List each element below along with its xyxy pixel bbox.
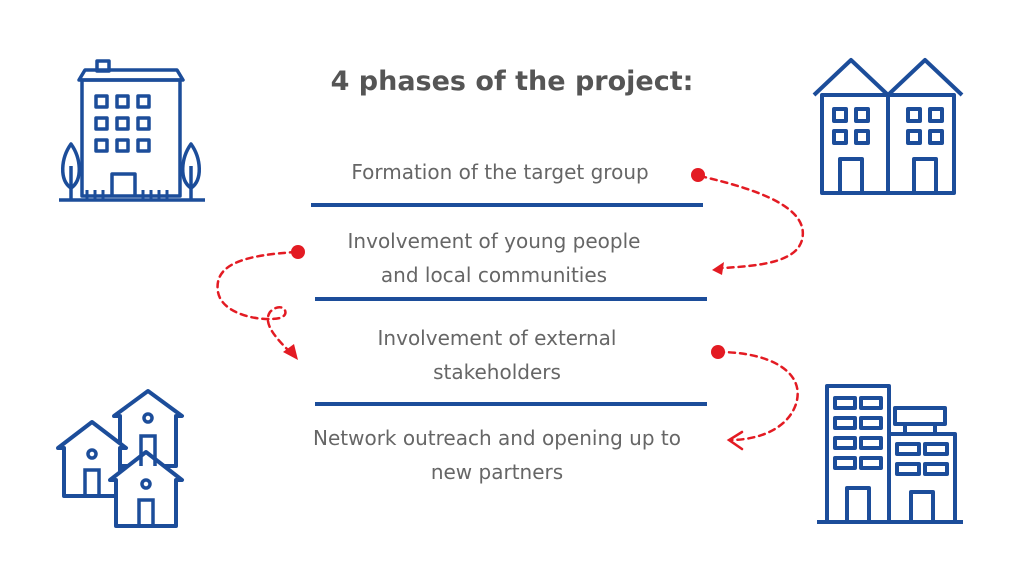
- phase-2-line-1: Involvement of young people: [347, 229, 641, 253]
- office-buildings-icon: [817, 384, 963, 524]
- arrow-start-dot-1: [691, 168, 705, 182]
- divider-2: [315, 297, 707, 301]
- phase-4-line-1: Network outreach and opening up to: [313, 426, 681, 450]
- house-cluster-icon: [56, 389, 184, 528]
- arrow-path-3-to-4: [716, 350, 799, 442]
- phase-1: Formation of the target group: [300, 155, 700, 189]
- apartment-building-with-trees-icon: [59, 59, 205, 202]
- phase-4: Network outreach and opening up to new p…: [282, 421, 712, 489]
- arrow-start-dot-3: [711, 345, 725, 359]
- divider-1: [311, 203, 703, 207]
- phase-4-line-2: new partners: [430, 460, 564, 484]
- phase-3: Involvement of external stakeholders: [297, 321, 697, 389]
- diagram-title: 4 phases of the project:: [330, 66, 694, 97]
- divider-3: [315, 402, 707, 406]
- phase-2: Involvement of young people and local co…: [294, 224, 694, 292]
- phase-3-line-2: stakeholders: [433, 360, 561, 384]
- phase-1-line-1: Formation of the target group: [351, 160, 649, 184]
- phase-2-line-2: and local communities: [380, 263, 608, 287]
- phase-3-line-1: Involvement of external: [377, 326, 617, 350]
- arrow-head-2: [283, 344, 298, 360]
- arrow-start-dot-2: [291, 245, 305, 259]
- twin-houses-icon: [812, 58, 964, 195]
- arrow-head-3: [726, 430, 744, 451]
- arrow-path-1-to-2: [698, 174, 805, 270]
- arrow-path-2-to-3: [216, 250, 298, 354]
- arrow-head-1: [712, 262, 724, 275]
